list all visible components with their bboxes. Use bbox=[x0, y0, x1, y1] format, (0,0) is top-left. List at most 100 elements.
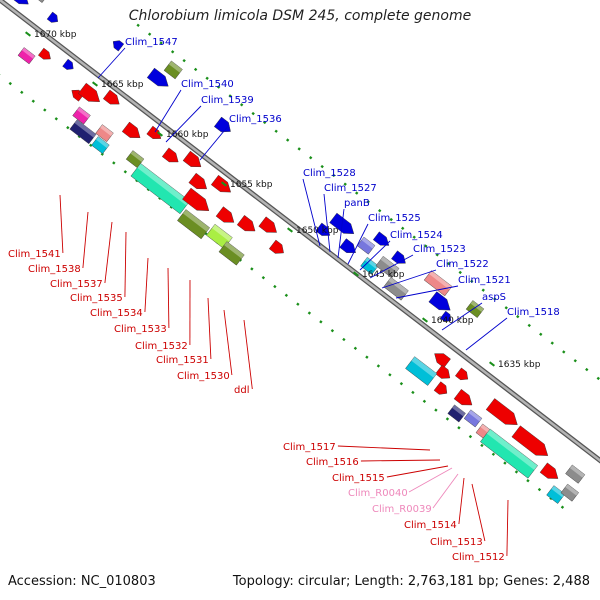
guide-dot bbox=[560, 505, 565, 509]
gene-label: Clim_1536 bbox=[229, 114, 282, 125]
guide-dot bbox=[526, 479, 530, 483]
gene-label: ddl bbox=[234, 385, 249, 396]
gene-feature bbox=[182, 187, 210, 211]
gene-gloss bbox=[74, 119, 97, 138]
kbp-tick-label: 1640 kbp bbox=[431, 316, 474, 326]
gene-label: panB bbox=[344, 198, 370, 209]
gene-box bbox=[177, 209, 210, 240]
guide-dot bbox=[550, 341, 554, 345]
label-leader bbox=[154, 89, 182, 133]
guide-dot bbox=[89, 143, 93, 147]
label-leader bbox=[199, 124, 230, 161]
gene-feature bbox=[236, 215, 256, 232]
gene-arrow bbox=[182, 150, 202, 168]
label-leader bbox=[386, 465, 449, 478]
gene-gloss bbox=[468, 409, 482, 422]
label-leader bbox=[360, 459, 441, 462]
gene-feature bbox=[182, 150, 202, 168]
gene-feature bbox=[112, 40, 125, 52]
gene-label: Clim_1537 bbox=[50, 279, 103, 290]
gene-feature bbox=[485, 398, 518, 425]
gene-feature bbox=[215, 206, 235, 223]
gene-label: Clim_1531 bbox=[156, 355, 209, 366]
gene-box bbox=[447, 404, 466, 423]
gene-feature bbox=[72, 106, 91, 125]
gene-gloss bbox=[361, 237, 376, 249]
gene-arrow bbox=[433, 381, 448, 395]
gene-gloss bbox=[551, 485, 566, 498]
gene-arrow bbox=[62, 58, 74, 70]
guide-dot bbox=[504, 306, 508, 310]
gene-feature bbox=[102, 89, 120, 105]
label-leader bbox=[59, 194, 64, 254]
gene-label: Clim_R0039 bbox=[372, 504, 432, 515]
label-leader bbox=[124, 231, 127, 298]
label-leader bbox=[207, 297, 212, 360]
label-leader bbox=[165, 105, 202, 143]
gene-arrow bbox=[46, 11, 58, 23]
gene-gloss bbox=[130, 150, 144, 163]
gene-feature bbox=[4, 0, 29, 5]
gene-arrow bbox=[182, 187, 210, 211]
gene-feature bbox=[435, 364, 451, 379]
guide-dot bbox=[445, 417, 450, 421]
gene-box bbox=[560, 483, 579, 502]
guide-dot bbox=[274, 129, 278, 133]
gene-feature bbox=[329, 212, 355, 234]
gene-box bbox=[405, 356, 438, 386]
gene-feature bbox=[372, 231, 390, 246]
guide-dot bbox=[470, 279, 474, 283]
label-leader bbox=[347, 223, 369, 265]
gene-feature bbox=[539, 462, 559, 479]
label-leader bbox=[506, 499, 509, 557]
gene-box bbox=[546, 485, 566, 504]
label-leader bbox=[458, 477, 465, 525]
gene-feature bbox=[177, 209, 210, 240]
gene-arrow bbox=[4, 0, 29, 5]
guide-dot bbox=[468, 434, 473, 439]
label-leader bbox=[323, 193, 331, 253]
gene-arrow bbox=[161, 147, 179, 163]
guide-dot bbox=[503, 461, 507, 465]
guide-dot bbox=[307, 311, 312, 315]
gene-feature bbox=[546, 485, 566, 504]
guide-dot bbox=[261, 276, 266, 280]
guide-dot bbox=[273, 284, 277, 289]
label-leader bbox=[395, 285, 459, 299]
gene-arrow bbox=[38, 47, 51, 60]
gene-gloss bbox=[21, 47, 36, 59]
gene-label: Clim_1517 bbox=[283, 442, 336, 453]
guide-dot bbox=[43, 108, 47, 112]
guide-dot bbox=[539, 332, 543, 336]
gene-box bbox=[480, 428, 538, 479]
gene-label: Clim_1528 bbox=[303, 168, 356, 179]
kbp-tick-mark bbox=[92, 81, 98, 87]
gene-feature bbox=[91, 136, 110, 155]
guide-dot bbox=[319, 320, 323, 324]
gene-gloss bbox=[388, 277, 409, 295]
gene-arrow bbox=[188, 172, 208, 190]
kbp-tick-label: 1660 kbp bbox=[166, 130, 209, 140]
guide-dot bbox=[424, 244, 428, 248]
kbp-tick-mark bbox=[353, 271, 359, 277]
guide-dot bbox=[434, 408, 438, 412]
guide-dot bbox=[193, 67, 198, 72]
guide-dot bbox=[205, 76, 209, 80]
guide-dot bbox=[493, 297, 497, 301]
gene-feature bbox=[46, 11, 58, 23]
gene-feature bbox=[17, 47, 36, 65]
guide-dot bbox=[285, 138, 290, 142]
gene-feature bbox=[121, 121, 141, 138]
guide-dot bbox=[66, 125, 70, 130]
gene-arrow bbox=[339, 238, 356, 253]
guide-dot bbox=[447, 261, 451, 266]
gene-label: Clim_1515 bbox=[332, 473, 385, 484]
guide-dot bbox=[516, 314, 520, 319]
gene-feature bbox=[130, 163, 191, 215]
gene-label: Clim_1535 bbox=[70, 293, 123, 304]
label-leader bbox=[408, 467, 453, 493]
gene-gloss bbox=[137, 163, 190, 206]
guide-dot bbox=[332, 173, 336, 178]
